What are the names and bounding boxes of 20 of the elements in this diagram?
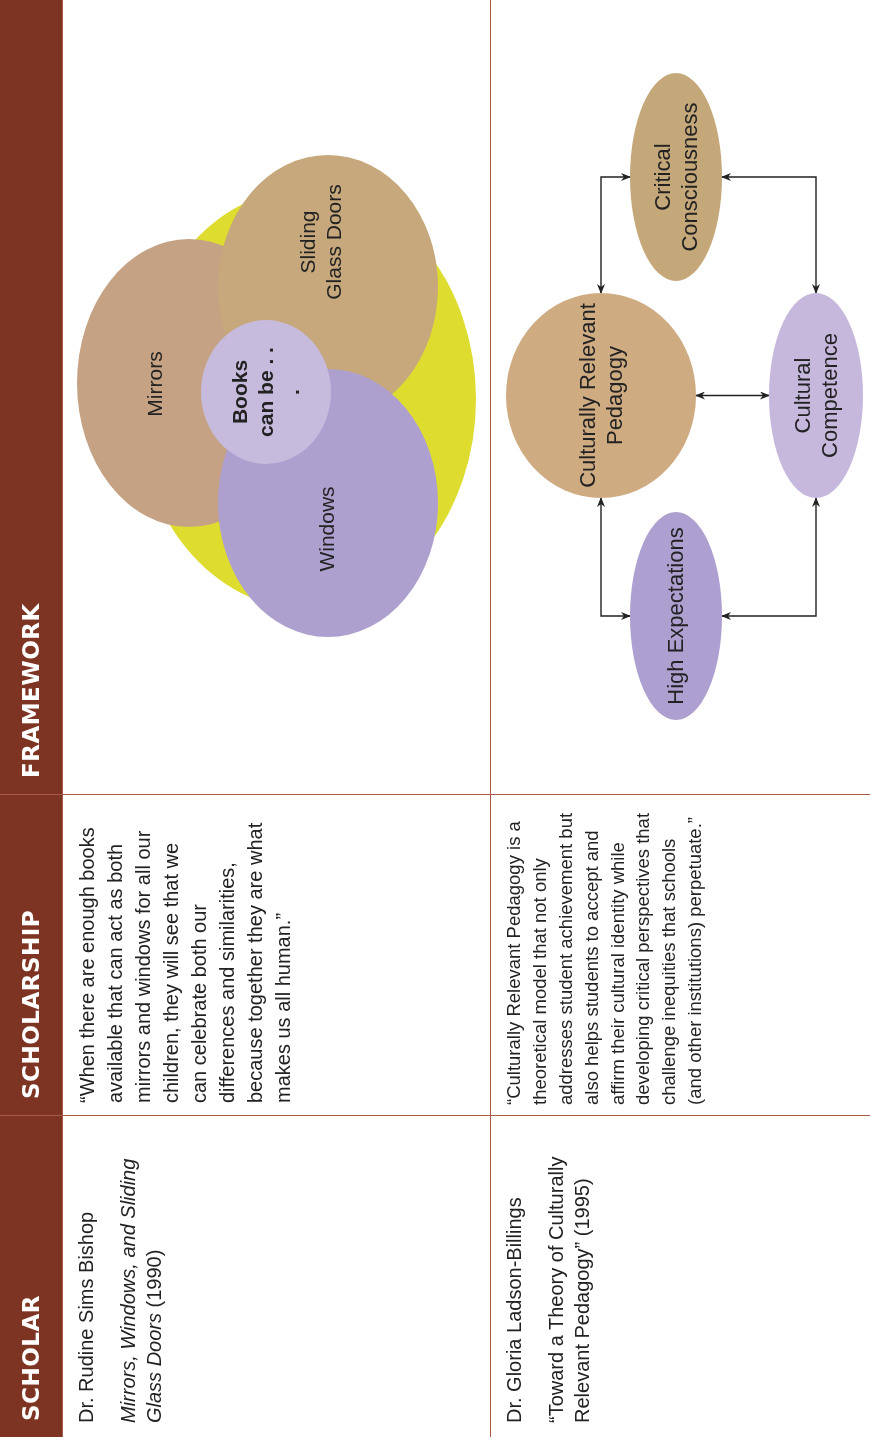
scholar-name: Dr. Rudine Sims Bishop — [74, 1210, 98, 1423]
ellipse-node: High Expectations — [630, 512, 722, 720]
ellipse-node: Critical Consciousness — [630, 73, 722, 281]
scholar-name: Dr. Gloria Ladson-Billings — [502, 1196, 526, 1423]
column-header: SCHOLAR — [18, 1295, 44, 1421]
venn-label: Sliding Glass Doors — [289, 172, 353, 312]
venn-label: Windows — [309, 464, 345, 594]
double-arrow — [597, 497, 631, 620]
quote-text: “When there are enough books available that can act as both mirrors and windows for all our children, they will see that we can celebrate both our differences and similarities, because together they are what makes us all human.” — [75, 821, 295, 1103]
venn-label: Mirrors — [135, 319, 175, 449]
double-arrow — [695, 391, 770, 400]
double-arrow — [597, 173, 631, 294]
ellipse-node: Culturally Relevant Pedagogy — [506, 293, 696, 498]
work-title: “Toward a Theory of Culturally Relevant Pedagogy” (1995) — [544, 1155, 594, 1423]
double-arrow — [721, 497, 820, 620]
column-header: SCHOLARSHIP — [18, 909, 44, 1099]
double-arrow — [721, 173, 820, 294]
ellipse-node: Cultural Competence — [769, 293, 863, 498]
quote-text: “Culturally Relevant Pedagogy is a theoretical model that not only addresses student achievement but also helps students to accept and affirm their cultural identity while developing critical perspectives that challenge inequities that schools (and other institutions) perpetuate.” — [502, 811, 707, 1105]
column-header: FRAMEWORK — [18, 603, 44, 778]
